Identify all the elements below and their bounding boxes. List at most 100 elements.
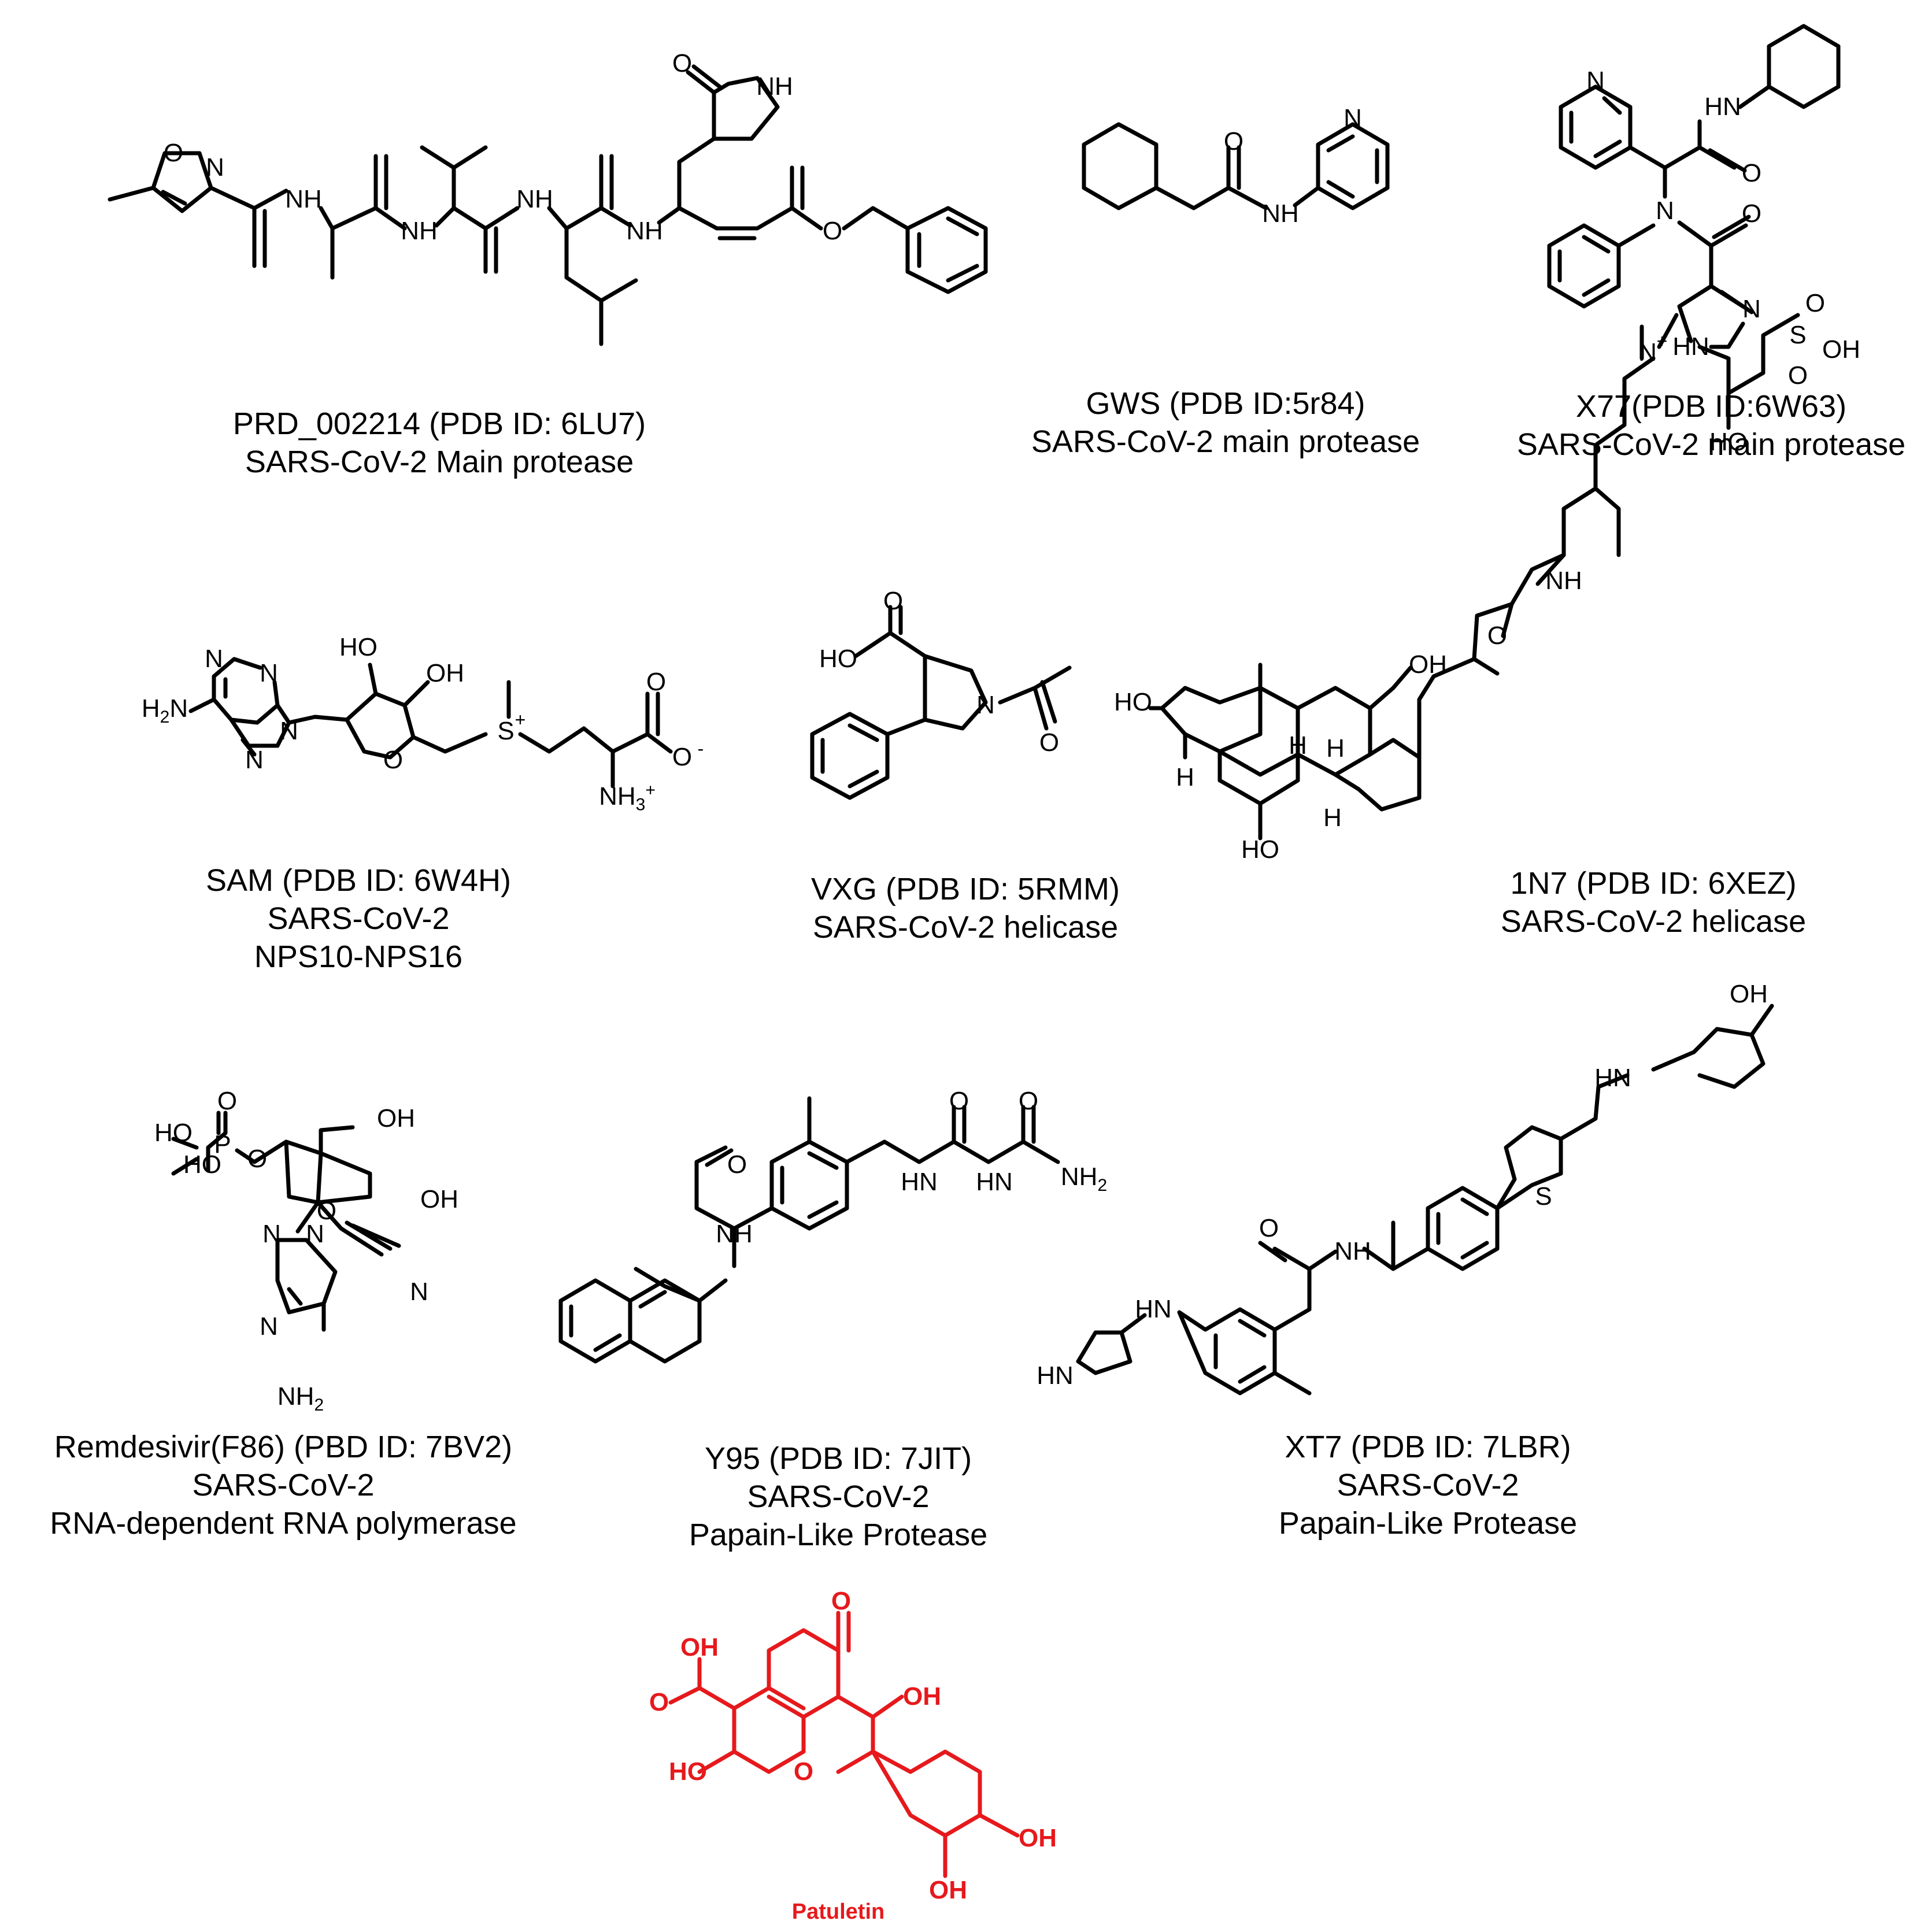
atom-hn: HN: [1037, 1361, 1074, 1390]
atom-n: N: [260, 659, 278, 687]
compound-name: Remdesivir(F86) (PBD ID: 7BV2): [54, 1430, 513, 1464]
caption-vxg: VXG (PDB ID: 5RMM) SARS-CoV-2 helicase: [786, 870, 1145, 946]
atom-nh: NH: [516, 185, 553, 213]
atom-o: O: [727, 1150, 747, 1179]
atom-n: N: [245, 746, 264, 774]
atom-p: P: [214, 1130, 231, 1159]
atom-n: N: [976, 691, 995, 719]
atom-o: O: [1487, 621, 1508, 650]
caption-x77: X77(PDB ID:6W63) SARS-CoV-2 main proteas…: [1497, 387, 1925, 464]
atom-n: N: [410, 1278, 428, 1306]
atom-hn: HN: [1672, 332, 1709, 361]
compound-name: Patuletin: [791, 1900, 885, 1924]
atom-o: O: [217, 1087, 238, 1115]
atom-n: N: [206, 153, 224, 182]
atom-o: O: [883, 587, 904, 615]
atom-ho: HO: [154, 1119, 193, 1147]
atom-o: O: [649, 1688, 669, 1716]
atom-hn: HN: [976, 1168, 1013, 1196]
compound-name: VXG (PDB ID: 5RMM): [810, 872, 1120, 906]
atom-n: N: [1586, 66, 1605, 95]
atom-h: H: [1176, 763, 1194, 791]
atom-o: O: [646, 668, 667, 696]
atom-o: O: [1018, 1087, 1039, 1115]
atom-nh2: NH2: [277, 1382, 324, 1415]
compound-name: Y95 (PDB ID: 7JIT): [704, 1441, 972, 1476]
atom-s: S: [1535, 1182, 1552, 1211]
caption-patuletin: Patuletin: [752, 1899, 925, 1924]
atom-hn: HN: [1594, 1064, 1631, 1092]
atom-s: S: [1789, 321, 1807, 349]
structure-sam: [188, 657, 673, 789]
atom-nh: NH: [1334, 1237, 1371, 1265]
atom-o: O: [1741, 199, 1762, 228]
atom-o: O: [822, 217, 843, 245]
compound-target: SARS-CoV-2 main protease: [1031, 424, 1420, 459]
compound-target2: RNA-dependent RNA polymerase: [50, 1506, 517, 1541]
atom-oh: OH: [420, 1185, 458, 1213]
atom-o: O: [1787, 361, 1808, 390]
compound-target2: Papain-Like Protease: [689, 1518, 988, 1552]
atom-hn: HN: [1704, 92, 1741, 121]
atom-n: N: [1638, 338, 1657, 367]
atom-o: O: [163, 139, 184, 167]
atom-ho: HO: [1114, 688, 1152, 716]
atom-o: O: [383, 746, 404, 774]
structure-gws: [1082, 122, 1390, 210]
compound-name: PRD_002214 (PDB ID: 6LU7): [232, 406, 646, 441]
atom-o: O: [1805, 289, 1826, 317]
atom-ho: HO: [1709, 428, 1748, 456]
structure-xt7: [1076, 1004, 1774, 1396]
atom-nh: NH: [401, 217, 438, 245]
atom-nh: NH: [1545, 567, 1582, 595]
atom-oh: OH: [1019, 1824, 1057, 1852]
atom-o: O: [949, 1087, 969, 1115]
compound-target2: NPS10-NPS16: [254, 939, 463, 974]
compound-target: SARS-CoV-2 main protease: [1516, 427, 1906, 462]
atom-oh: OH: [903, 1682, 941, 1711]
structure-y95: [558, 1096, 1060, 1364]
compound-name: SAM (PDB ID: 6W4H): [205, 863, 512, 898]
caption-y95: Y95 (PDB ID: 7JIT) SARS-CoV-2 Papain-Lik…: [653, 1439, 1023, 1554]
atom-h: H: [1326, 734, 1345, 763]
compound-target2: Papain-Like Protease: [1278, 1506, 1578, 1541]
atom-nh3: NH3+: [599, 780, 656, 815]
caption-remdesivir: Remdesivir(F86) (PBD ID: 7BV2) SARS-CoV-…: [23, 1428, 543, 1542]
atom-n: N: [1343, 104, 1362, 132]
compound-name: 1N7 (PDB ID: 6XEZ): [1510, 866, 1797, 901]
atom-oh: OH: [426, 659, 464, 687]
atom-minus: -: [697, 738, 704, 759]
structure-1n7: [1148, 313, 1800, 841]
atom-oh: OH: [1822, 335, 1860, 364]
atom-h: H: [1323, 804, 1342, 832]
caption-gws: GWS (PDB ID:5r84) SARS-CoV-2 main protea…: [1000, 384, 1451, 461]
compound-name: X77(PDB ID:6W63): [1575, 389, 1847, 424]
compound-target: SARS-CoV-2: [1337, 1468, 1519, 1502]
atom-o: O: [1259, 1214, 1279, 1242]
atom-ho: HO: [819, 645, 857, 673]
atom-oh: OH: [929, 1876, 967, 1904]
atom-nh: NH: [626, 217, 663, 245]
caption-sam: SAM (PDB ID: 6W4H) SARS-CoV-2 NPS10-NPS1…: [185, 861, 532, 976]
atom-n: N: [1656, 197, 1674, 225]
structure-x77: [1547, 24, 1841, 349]
atom-nh: NH: [1262, 199, 1299, 228]
compound-name: XT7 (PDB ID: 7LBR): [1285, 1430, 1571, 1464]
atom-oh: OH: [1730, 980, 1768, 1008]
atom-nh: NH: [716, 1220, 753, 1248]
atom-o: O: [1741, 159, 1762, 187]
compound-target: SARS-CoV-2: [267, 901, 450, 936]
atom-oh: OH: [680, 1633, 719, 1661]
atom-o: O: [672, 49, 693, 77]
atom-oh: OH: [1409, 650, 1447, 679]
atom-plus: +: [1656, 331, 1668, 351]
atom-hn: HN: [901, 1168, 938, 1196]
atom-ho: HO: [339, 633, 377, 661]
compound-target: SARS-CoV-2: [192, 1468, 375, 1502]
atom-h: H: [1289, 731, 1307, 760]
compound-target: SARS-CoV-2 helicase: [1500, 904, 1807, 939]
atom-nh: NH: [756, 72, 793, 101]
atom-n: N: [1742, 295, 1761, 323]
compound-name: GWS (PDB ID:5r84): [1086, 386, 1365, 421]
structure-prd-002214: [108, 64, 988, 346]
